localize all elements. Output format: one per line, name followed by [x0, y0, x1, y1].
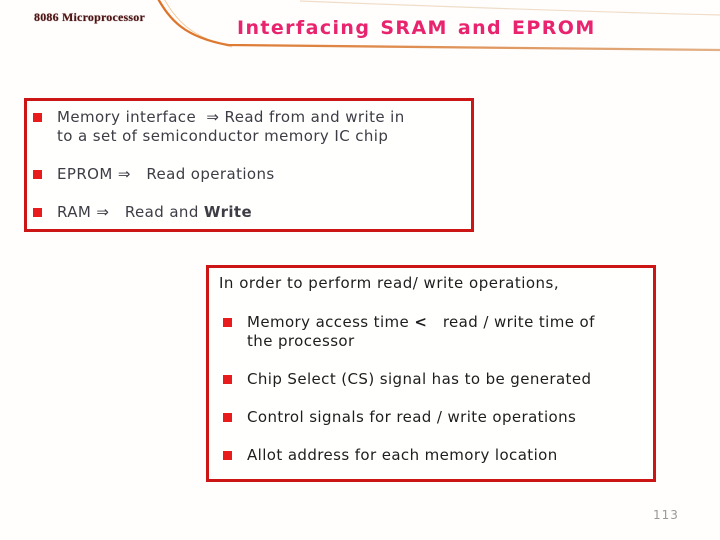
list-item-text: Control signals for read / write operati… — [247, 408, 576, 427]
list-item-text: Memory interface ⇒ Read from and write i… — [57, 108, 405, 146]
read-write-requirements-box: In order to perform read/ write operatio… — [206, 265, 656, 482]
list-item-text: Allot address for each memory location — [247, 446, 558, 465]
text-fragment: Memory interface ⇒ Read from and write i… — [57, 108, 405, 145]
bullet-square-icon — [33, 170, 42, 179]
page-number: 113 — [653, 508, 679, 522]
text-fragment: RAM ⇒ Read and — [57, 203, 204, 221]
text-fragment: EPROM ⇒ Read operations — [57, 165, 275, 183]
text-fragment-bold: Write — [203, 203, 253, 221]
slide-title: Interfacing SRAM and EPROM — [237, 17, 596, 39]
text-fragment: read / write time of the processor — [247, 313, 595, 350]
text-fragment: Chip Select (CS) signal has to be genera… — [247, 370, 592, 388]
swoosh-faint-line — [299, 0, 720, 16]
text-fragment: Allot address for each memory location — [247, 446, 558, 464]
bullet-square-icon — [33, 208, 42, 217]
text-fragment: Control signals for read / write operati… — [247, 408, 577, 426]
list-item-text: Memory access time < read / write time o… — [247, 313, 595, 351]
bullet-square-icon — [33, 113, 42, 122]
bullet-square-icon — [223, 318, 232, 327]
list-item-text: RAM ⇒ Read and Write — [57, 203, 252, 222]
list-item: EPROM ⇒ Read operations — [33, 165, 463, 184]
list-item: Memory access time < read / write time o… — [219, 313, 643, 351]
bullet-square-icon — [223, 451, 232, 460]
text-fragment-bold: < — [414, 313, 428, 331]
text-fragment: Memory access time — [247, 313, 415, 331]
list-item: Chip Select (CS) signal has to be genera… — [219, 370, 643, 389]
swoosh-echo-line — [164, 0, 233, 48]
box-intro-text: In order to perform read/ write operatio… — [219, 274, 560, 292]
list-item-text: EPROM ⇒ Read operations — [57, 165, 275, 184]
course-label: 8086 Microprocessor — [34, 10, 145, 24]
bullet-square-icon — [223, 375, 232, 384]
list-item: Memory interface ⇒ Read from and write i… — [33, 108, 463, 146]
list-item: Allot address for each memory location — [219, 446, 643, 465]
bullet-square-icon — [223, 413, 232, 422]
memory-interface-box: Memory interface ⇒ Read from and write i… — [24, 98, 474, 232]
list-item-text: Chip Select (CS) signal has to be genera… — [247, 370, 591, 389]
list-item: RAM ⇒ Read and Write — [33, 203, 463, 222]
list-item: Control signals for read / write operati… — [219, 408, 643, 427]
